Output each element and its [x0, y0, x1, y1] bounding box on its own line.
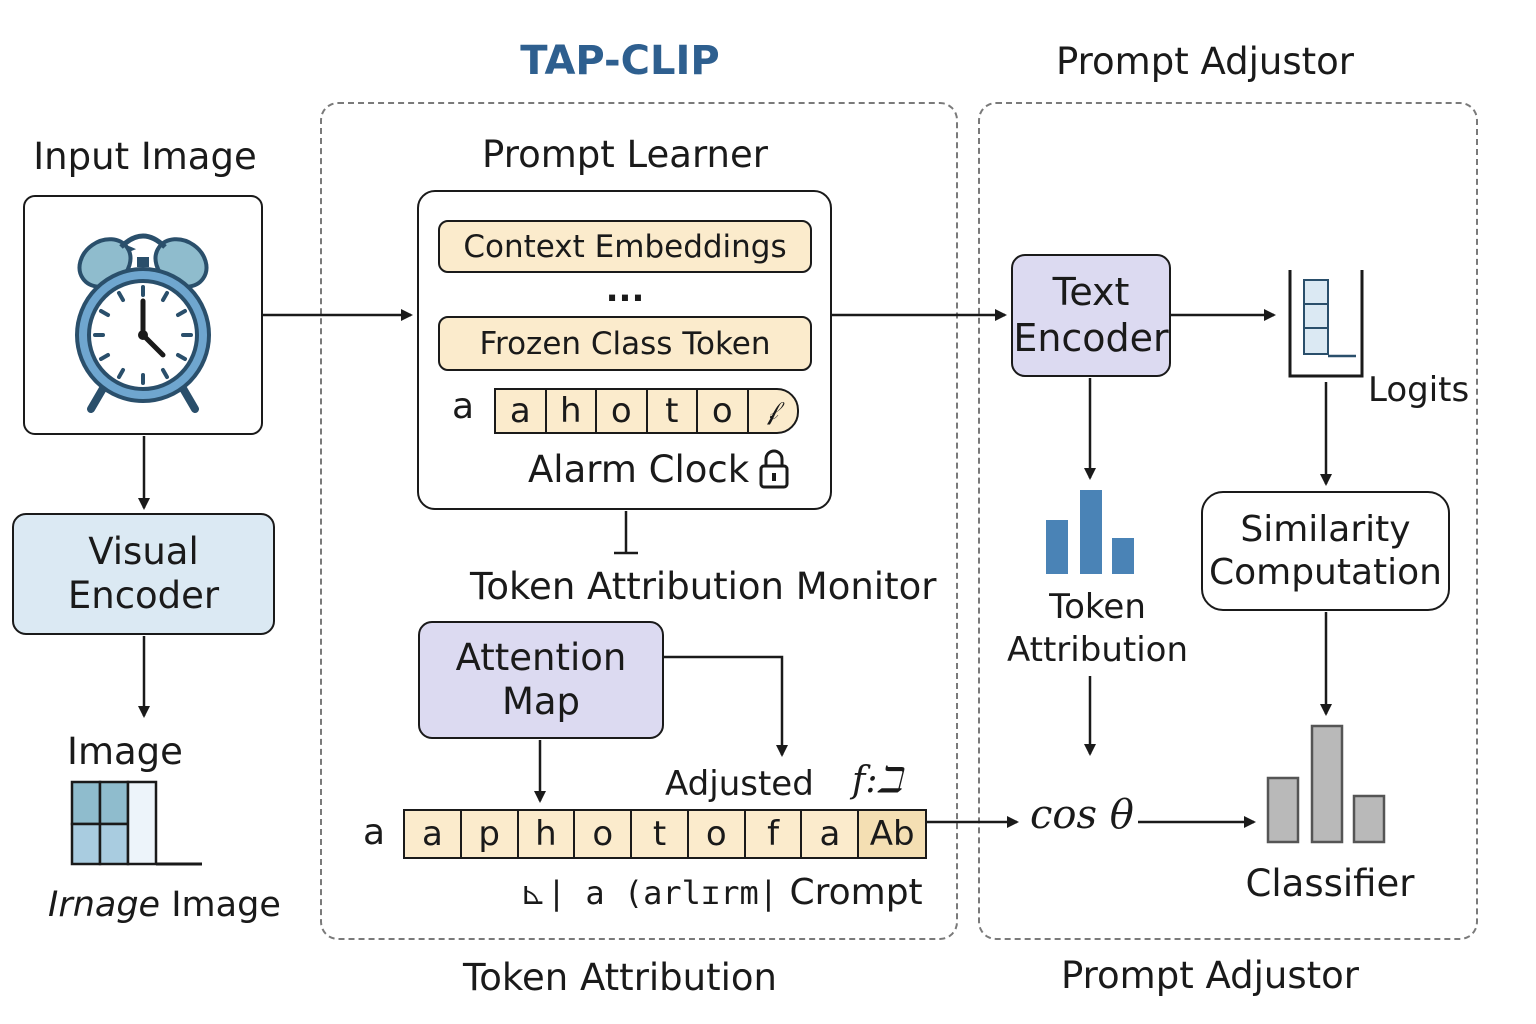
- class-label-text: Alarm Clock: [528, 448, 750, 491]
- prompt-learner-label: Prompt Learner: [482, 133, 768, 176]
- classifier-label: Classifier: [1245, 862, 1415, 905]
- tap-clip-panel: [320, 102, 958, 940]
- adjusted-token: o: [575, 811, 633, 857]
- diagram-title: TAP-CLIP: [520, 38, 720, 84]
- adjusted-token: Ab: [859, 811, 925, 857]
- adjusted-token: o: [689, 811, 746, 857]
- token-attribution-footer: Token Attribution: [462, 956, 777, 999]
- adjusted-label: Adjusted: [665, 764, 814, 804]
- logits-icon: [1288, 270, 1364, 378]
- token-attribution-bars: [1046, 490, 1134, 574]
- prompt-prefix: a: [452, 386, 475, 427]
- attention-map-box: Attention Map: [418, 621, 664, 739]
- token-attribution-label: Token Attribution: [1006, 587, 1188, 670]
- logits-label: Logits: [1368, 370, 1470, 410]
- similarity-computation-box: Similarity Computation: [1201, 491, 1450, 611]
- input-image-label: Input Image: [33, 135, 257, 178]
- f-symbol: 𝑓:ℶ: [852, 760, 902, 801]
- adjusted-token: a: [802, 811, 860, 857]
- token-attribution-monitor-label: Token Attribution Monitor: [470, 565, 937, 608]
- image-caption-italic: Irnage: [48, 885, 161, 925]
- prompt-adjustor-footer: Prompt Adjustor: [1060, 954, 1359, 997]
- adjusted-prefix: a: [363, 812, 386, 853]
- prompt-adjustor-panel: [978, 102, 1478, 940]
- image-features-icon: [70, 780, 202, 866]
- adjusted-token: f: [746, 811, 803, 857]
- prompt-token: o: [698, 390, 749, 432]
- text-encoder-box: Text Encoder: [1011, 254, 1171, 377]
- ellipsis: ...: [605, 270, 645, 310]
- image-caption: Irnage Image: [48, 885, 308, 925]
- crompt-glyphs: ⊾| a (arlɪrm|: [520, 874, 778, 912]
- adjusted-token: t: [632, 811, 689, 857]
- prompt-token: o: [597, 390, 648, 432]
- visual-encoder-box: Visual Encoder: [12, 513, 275, 635]
- prompt-token: h: [547, 390, 597, 432]
- image-caption-normal: Image: [171, 885, 281, 925]
- crompt-line: ⊾| a (arlɪrm| Crompt: [520, 872, 923, 913]
- prompt-learner-box: [417, 190, 832, 510]
- classifier-bars: [1266, 724, 1386, 844]
- adjusted-token: h: [519, 811, 576, 857]
- prompt-token: a: [496, 390, 547, 432]
- lock-icon: [759, 449, 789, 489]
- class-label: Alarm Clock: [528, 448, 749, 491]
- adjusted-token: a: [405, 811, 462, 857]
- alarm-clock-icon: [75, 233, 211, 413]
- prompt-token: 𝒻: [766, 395, 779, 426]
- image-label: Image: [67, 730, 183, 773]
- cos-theta-label: cos θ: [1030, 792, 1134, 838]
- adjusted-token: p: [462, 811, 519, 857]
- frozen-class-token-pill: Frozen Class Token: [438, 316, 812, 371]
- context-embeddings-pill: Context Embeddings: [438, 220, 812, 273]
- input-image-frame: [23, 195, 263, 435]
- prompt-adjustor-header: Prompt Adjustor: [1055, 40, 1354, 83]
- crompt-word: Crompt: [789, 872, 923, 913]
- prompt-token: t: [648, 390, 698, 432]
